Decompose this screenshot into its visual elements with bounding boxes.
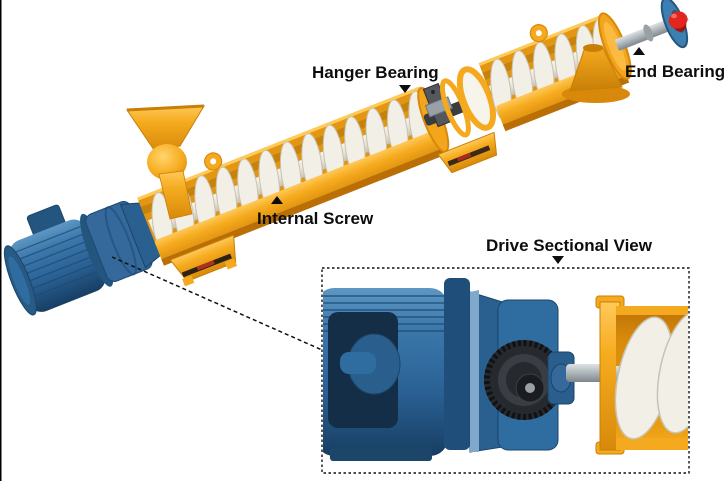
hanger-bearing-assembly (422, 66, 497, 138)
left-border (0, 0, 2, 481)
down-triangle-marker-icon (399, 85, 411, 93)
label-internal-screw: Internal Screw (257, 209, 374, 228)
down-triangle-marker-icon (552, 256, 564, 264)
drive-sectional-view (323, 278, 688, 461)
inset-gearbox (469, 290, 575, 453)
leader-line (111, 256, 323, 351)
gear-motor-drive (3, 201, 164, 316)
discharge-spout (169, 234, 238, 287)
inset-trough (595, 295, 688, 455)
conveyor-assembly (3, 12, 632, 316)
up-triangle-marker-icon (271, 196, 283, 204)
support-pedestal (562, 44, 630, 103)
inlet-hopper (126, 104, 205, 220)
drive-shaft-end (615, 19, 671, 51)
trough-saddle (437, 131, 498, 174)
inset-motor (323, 278, 470, 461)
inset-motor-flange (444, 278, 470, 450)
label-hanger-bearing: Hanger Bearing (312, 63, 439, 82)
up-triangle-marker-icon (633, 47, 645, 55)
flange-ring-b (456, 66, 497, 131)
grease-cap (668, 11, 688, 32)
label-end-bearing: End Bearing (625, 62, 724, 81)
label-drive-sectional-view: Drive Sectional View (486, 236, 652, 255)
inset-screw-flight (656, 310, 688, 434)
